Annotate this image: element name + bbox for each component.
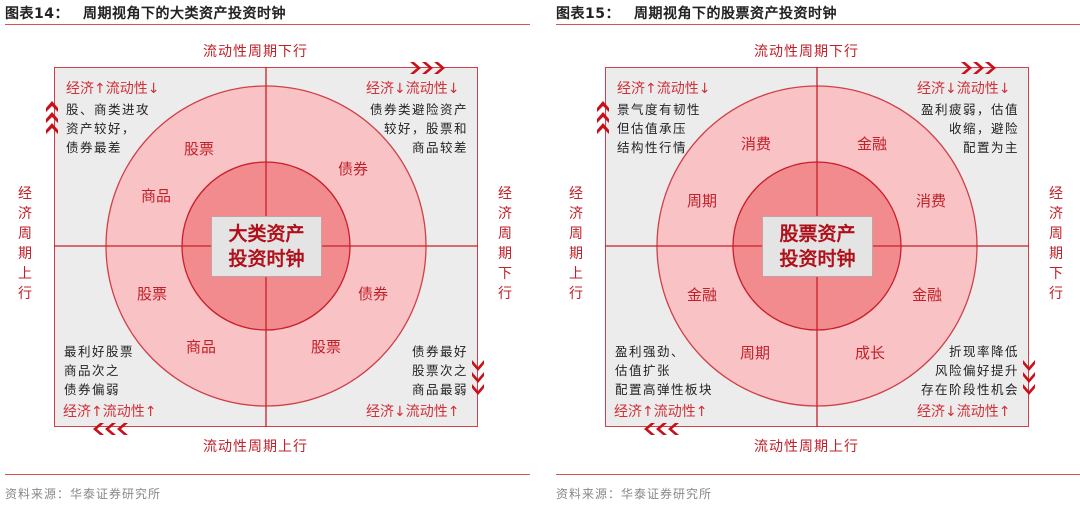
chevrons-right-icon — [408, 60, 448, 79]
axis-left-label: 经济周期上行 — [18, 186, 32, 302]
quadrant-tr-desc: 盈利疲弱，估值收缩，避险配置为主 — [920, 102, 1019, 155]
center-label-line: 大类资产 — [228, 223, 305, 245]
figure-title: 图表15： 周期视角下的股票资产投资时钟 — [556, 3, 837, 23]
figure-title-text: 周期视角下的大类资产投资时钟 — [82, 6, 286, 22]
figure-15-panel: 图表15： 周期视角下的股票资产投资时钟 流动性周期下行 股票资产 投资时钟 经济… — [551, 0, 1080, 505]
axis-top-label: 流动性周期下行 — [754, 44, 859, 60]
figure-number: 图表14： — [5, 6, 69, 22]
figure-14-panel: 图表14： 周期视角下的大类资产投资时钟 流动性周期下行 大类资产 投资时钟 经济… — [5, 3, 530, 501]
quadrant-br-condition: 经济↓流动性↑ — [917, 404, 1011, 420]
segment-label: 债券 — [358, 285, 389, 303]
segment-label: 周期 — [740, 344, 771, 362]
center-label-line: 投资时钟 — [228, 248, 305, 270]
quadrant-br-desc: 折现率降低风险偏好提升存在阶段性机会 — [920, 344, 1019, 397]
footer-rule — [5, 474, 530, 475]
quadrant-tl-desc: 景气度有韧性但估值承压结构性行情 — [617, 102, 702, 155]
axis-bottom-label: 流动性周期上行 — [754, 439, 859, 455]
segment-label: 金融 — [857, 135, 888, 153]
segment-label: 股票 — [137, 285, 168, 303]
chevrons-right-icon — [959, 60, 999, 79]
footer-rule — [556, 474, 1080, 475]
chevrons-down-icon — [471, 358, 485, 400]
segment-label: 消费 — [741, 135, 772, 153]
quadrant-tl-condition: 经济↑流动性↓ — [617, 81, 711, 97]
segment-label: 消费 — [916, 192, 947, 210]
quadrant-tr-desc: 债券类避险资产较好，股票和商品较差 — [369, 102, 468, 155]
segment-label: 债券 — [338, 160, 369, 178]
segment-label: 商品 — [141, 187, 172, 205]
segment-label: 周期 — [687, 192, 718, 210]
quadrant-br-desc: 债券最好股票次之商品最弱 — [411, 344, 468, 397]
quadrant-tr-condition: 经济↓流动性↓ — [366, 81, 460, 97]
segment-label: 商品 — [186, 338, 217, 356]
quadrant-bl-condition: 经济↑流动性↑ — [63, 404, 157, 420]
segment-label: 成长 — [855, 344, 886, 362]
quadrant-tl-desc: 股、商类进攻资产较好，债券最差 — [66, 102, 151, 155]
chevrons-up-icon — [596, 98, 610, 140]
segment-label: 股票 — [311, 338, 342, 356]
segment-label: 金融 — [687, 286, 718, 304]
center-label: 大类资产 投资时钟 — [211, 216, 322, 277]
chevrons-left-icon — [90, 421, 130, 440]
quadrant-tr-condition: 经济↓流动性↓ — [917, 81, 1011, 97]
figure-title: 图表14： 周期视角下的大类资产投资时钟 — [5, 3, 286, 23]
quadrant-br-condition: 经济↓流动性↑ — [366, 404, 460, 420]
segment-label: 金融 — [912, 286, 943, 304]
source-note: 资料来源：华泰证券研究所 — [5, 487, 162, 501]
segment-label: 股票 — [184, 140, 215, 158]
quadrant-tl-condition: 经济↑流动性↓ — [66, 81, 160, 97]
title-rule — [5, 24, 530, 25]
center-label-line: 股票资产 — [779, 223, 856, 245]
center-label: 股票资产 投资时钟 — [762, 216, 873, 277]
figure-title-text: 周期视角下的股票资产投资时钟 — [633, 6, 837, 22]
axis-left-label: 经济周期上行 — [569, 186, 583, 302]
axis-top-label: 流动性周期下行 — [203, 44, 308, 60]
chevrons-down-icon — [1022, 358, 1036, 400]
chevrons-up-icon — [45, 98, 59, 140]
quadrant-bl-desc: 盈利强劲、估值扩张配置高弹性板块 — [615, 344, 714, 397]
chevrons-left-icon — [641, 421, 681, 440]
source-note: 资料来源：华泰证券研究所 — [556, 487, 713, 501]
figure-number: 图表15： — [556, 6, 620, 22]
axis-right-label: 经济周期下行 — [498, 186, 512, 302]
axis-bottom-label: 流动性周期上行 — [203, 439, 308, 455]
center-label-line: 投资时钟 — [779, 248, 856, 270]
quadrant-bl-desc: 最利好股票商品次之债券偏弱 — [64, 344, 135, 397]
quadrant-bl-condition: 经济↑流动性↑ — [614, 404, 708, 420]
axis-right-label: 经济周期下行 — [1049, 186, 1063, 302]
title-rule — [556, 24, 1080, 25]
